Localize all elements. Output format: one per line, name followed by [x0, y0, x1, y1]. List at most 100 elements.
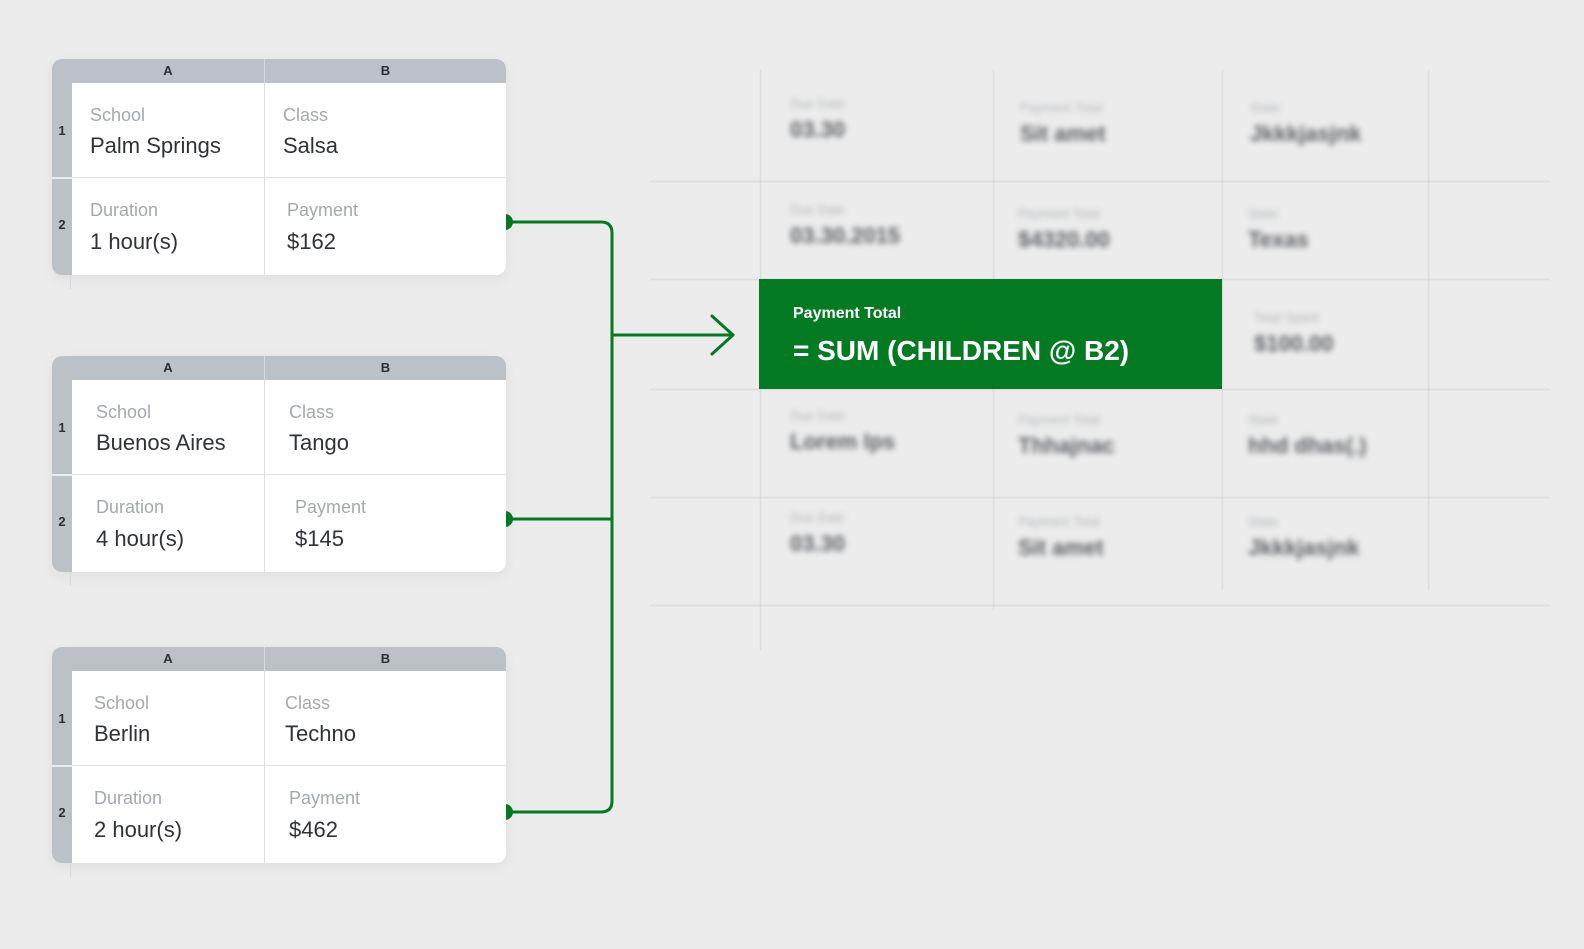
column-header-a[interactable]: A: [163, 63, 173, 78]
cell-label: School: [90, 105, 146, 125]
cell-b2[interactable]: Payment $162: [265, 178, 506, 275]
cell-a1[interactable]: School Berlin: [72, 671, 264, 765]
cell-label: Duration: [90, 200, 159, 220]
cell-value: Salsa: [283, 133, 339, 158]
cell-a2[interactable]: Duration 4 hour(s): [72, 475, 264, 572]
cell-value: 1 hour(s): [90, 229, 179, 254]
cell-label: Payment: [295, 497, 367, 517]
bg-cell-value: Thhajnac: [1018, 433, 1115, 458]
bracket-line: [503, 220, 614, 814]
bg-cell-label: Total Spent: [1254, 310, 1320, 325]
bg-cell-label: Due Date: [790, 202, 845, 217]
cell-a2[interactable]: Duration 1 hour(s): [72, 178, 264, 275]
bg-cell: Due Date 03.30: [790, 510, 845, 557]
bg-cell-value: Jkkkjasjnk: [1250, 121, 1362, 146]
cell-b2[interactable]: Payment $145: [265, 475, 506, 572]
cell-b1[interactable]: Class Techno: [265, 671, 506, 765]
cell-divider: [264, 380, 265, 572]
cell-label: School: [94, 693, 150, 713]
column-header: A B: [52, 647, 506, 671]
cell-value: $145: [295, 526, 344, 551]
column-header-a[interactable]: A: [163, 651, 173, 666]
bg-cell-label: Due Date: [790, 408, 845, 423]
bg-cell: Payment Total Sit amet: [1018, 514, 1104, 561]
payment-total-cell[interactable]: Payment Total = SUM (CHILDREN @ B2): [759, 279, 1222, 389]
background-spreadsheet: Due Date 03.30 Payment Total Sit amet St…: [650, 70, 1550, 660]
table-card-3: A B 1 2 School Berlin Class Techno Durat…: [52, 647, 506, 863]
bg-cell-label: Due Date: [790, 510, 845, 525]
row-divider: [52, 765, 72, 767]
grid-line: [1428, 70, 1429, 590]
cell-value: Techno: [285, 721, 356, 746]
column-divider: [264, 647, 265, 671]
cell-a1[interactable]: School Buenos Aires: [72, 380, 264, 474]
bg-cell-label: State: [1248, 206, 1279, 221]
grid-line: [650, 605, 1550, 606]
row-header-1[interactable]: 1: [58, 711, 66, 726]
cell-value: Buenos Aires: [96, 430, 226, 455]
grid-tick: [70, 863, 71, 877]
grid-tick: [70, 572, 71, 586]
bg-cell-value: Sit amet: [1020, 121, 1106, 146]
row-header-1[interactable]: 1: [58, 123, 66, 138]
cell-b1[interactable]: Class Tango: [265, 380, 506, 474]
bg-cell-value: Jkkkjasjnk: [1248, 535, 1360, 560]
bg-cell-value: $100.00: [1254, 331, 1334, 356]
bg-cell: State Texas: [1248, 206, 1309, 253]
bg-cell-value: hhd dhas(.): [1248, 433, 1367, 458]
bg-cell-value: Texas: [1248, 227, 1309, 252]
cell-label: Payment: [289, 788, 361, 808]
column-header: A B: [52, 59, 506, 83]
bg-cell: Total Spent $100.00: [1254, 310, 1334, 357]
bg-cell-value: 03.30: [790, 531, 846, 556]
cell-divider: [72, 474, 506, 475]
cell-value: Tango: [289, 430, 349, 455]
bg-cell-label: Payment Total: [1020, 100, 1103, 115]
cell-b1[interactable]: Class Salsa: [265, 83, 506, 177]
cell-label: Class: [289, 402, 335, 422]
cell-a2[interactable]: Duration 2 hour(s): [72, 766, 264, 863]
grid-line: [1222, 70, 1223, 590]
grid-line: [650, 497, 1550, 498]
bg-cell-label: State: [1248, 514, 1279, 529]
cell-b2[interactable]: Payment $462: [265, 766, 506, 863]
row-header-2[interactable]: 2: [58, 217, 66, 232]
grid-line: [650, 181, 1550, 182]
bg-cell: State hhd dhas(.): [1248, 412, 1367, 459]
cell-label: Duration: [96, 497, 165, 517]
bg-cell-value: $4320.00: [1018, 227, 1110, 252]
cell-a1[interactable]: School Palm Springs: [72, 83, 264, 177]
column-divider: [264, 356, 265, 380]
row-header-2[interactable]: 2: [58, 805, 66, 820]
grid-tick: [70, 275, 71, 289]
cell-value: 4 hour(s): [96, 526, 185, 551]
arrow-head-icon: [710, 314, 735, 356]
bg-cell: Due Date 03.30: [790, 96, 845, 143]
bg-cell-value: 03.30.2015: [790, 223, 901, 248]
bg-cell-label: State: [1248, 412, 1279, 427]
row-divider: [52, 474, 72, 476]
table-card-2: A B 1 2 School Buenos Aires Class Tango …: [52, 356, 506, 572]
row-divider: [52, 177, 72, 179]
row-header-2[interactable]: 2: [58, 514, 66, 529]
cell-label: School: [96, 402, 152, 422]
cell-value: $162: [287, 229, 336, 254]
result-formula: = SUM (CHILDREN @ B2): [793, 335, 1130, 366]
bg-cell: Due Date Lorem Ips: [790, 408, 895, 455]
column-header-b[interactable]: B: [380, 360, 391, 375]
row-header: 1 2: [52, 671, 72, 863]
cell-value: 2 hour(s): [94, 817, 183, 842]
cell-label: Class: [283, 105, 329, 125]
column-header-b[interactable]: B: [380, 63, 391, 78]
cell-value: $462: [289, 817, 338, 842]
bg-cell: Payment Total Thhajnac: [1018, 412, 1115, 459]
cell-divider: [264, 671, 265, 863]
column-header-a[interactable]: A: [163, 360, 173, 375]
column-header-b[interactable]: B: [380, 651, 391, 666]
table-card-1: A B 1 2 School Palm Springs Class Salsa …: [52, 59, 506, 275]
cell-value: Palm Springs: [90, 133, 221, 158]
bg-cell-label: State: [1250, 100, 1281, 115]
cell-label: Class: [285, 693, 331, 713]
row-header-1[interactable]: 1: [58, 420, 66, 435]
